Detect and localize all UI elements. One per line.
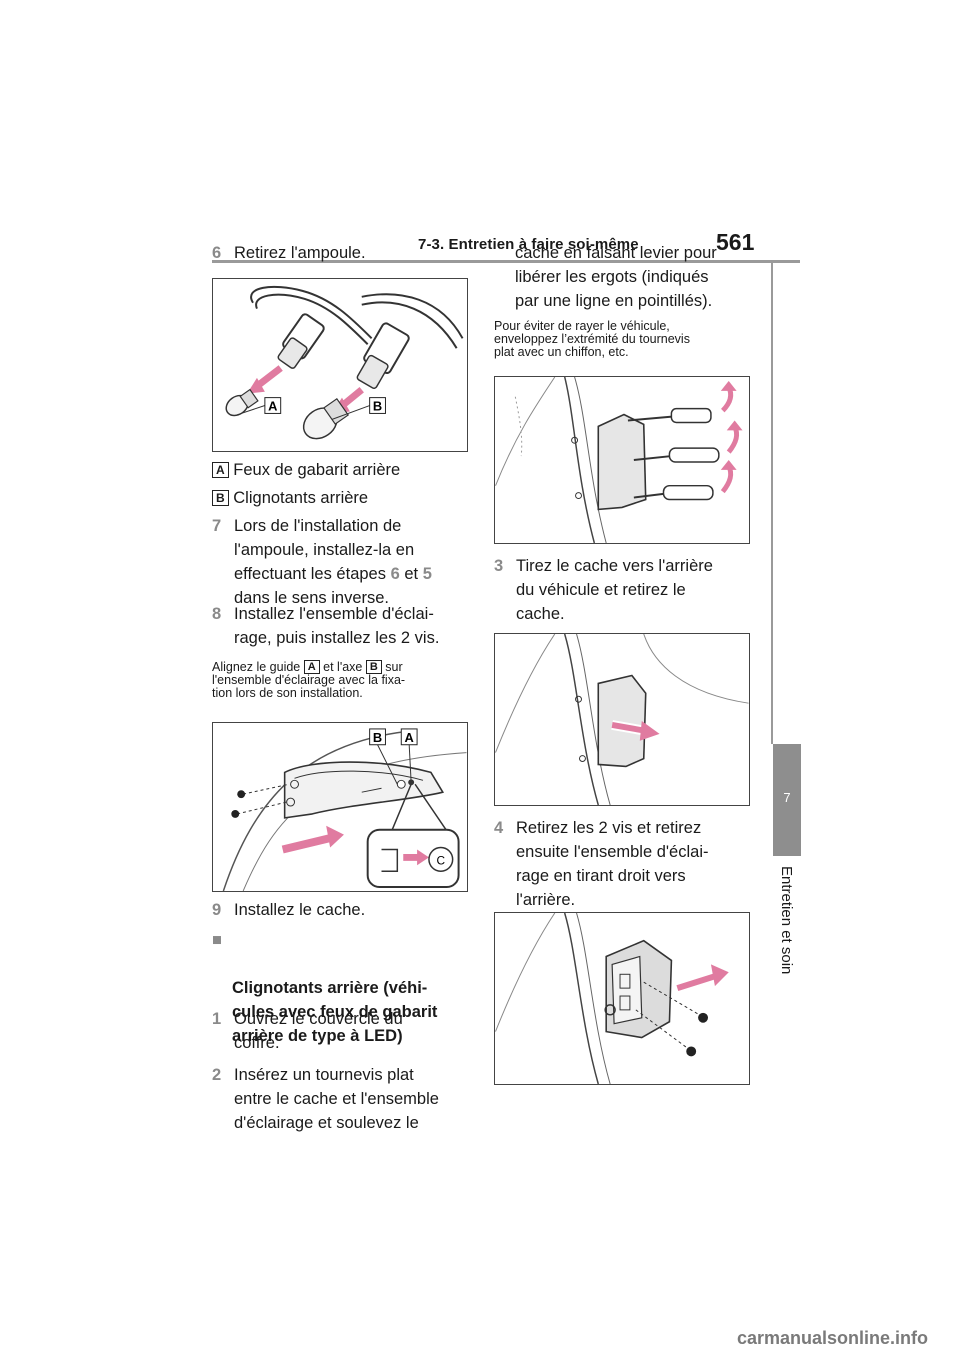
figure-bulbs: A B <box>212 278 468 452</box>
step-ref-5: 5 <box>422 565 432 583</box>
cover-removal-illustration <box>495 634 749 805</box>
step-2-continued: cache en faisant levier pour libérer les… <box>515 244 717 310</box>
figure-lamp-removal <box>494 912 750 1085</box>
legend-b-badge: B <box>212 490 229 506</box>
bulbs-illustration: A B <box>225 285 464 440</box>
page-number: 561 <box>716 229 755 255</box>
label-a: A <box>268 398 277 413</box>
note-badge-b: B <box>365 660 382 674</box>
tip-note: Pour éviter de rayer le véhicule, envelo… <box>494 319 690 359</box>
step-4: 4 Retirez les 2 vis et retirez ensuite l… <box>494 816 764 912</box>
alignment-note: Alignez le guide A et l'axe B sur l'ense… <box>212 660 406 700</box>
step-text: Installez l'ensemble d'éclai- rage, puis… <box>234 605 440 647</box>
step-ref-6: 6 <box>390 565 400 583</box>
step-number: 2 <box>212 1066 222 1084</box>
section-heading: ■ Clignotants arrière (véhi- cules avec … <box>212 928 472 1048</box>
lamp-removal-illustration <box>495 913 729 1084</box>
watermark: carmanualsonline.info <box>737 1328 929 1348</box>
screwdriver-illustration <box>495 377 743 543</box>
label-a: A <box>405 730 414 745</box>
figure-lamp-install: C B A <box>212 722 468 892</box>
step-text: Lors de l'installation de l'ampoule, ins… <box>234 517 432 607</box>
section-bullet: ■ <box>212 931 222 949</box>
step-2: 2 Insérez un tournevis plat entre le cac… <box>212 1063 472 1135</box>
chapter-title: Entretien et soin <box>773 866 801 1016</box>
step-8: 8 Installez l'ensemble d'éclai- rage, pu… <box>212 602 472 650</box>
step-number: 9 <box>212 901 222 919</box>
figure-screwdriver <box>494 376 750 544</box>
section-title: 7-3. Entretien à faire soi-même <box>418 236 639 253</box>
step-number: 1 <box>212 1010 222 1028</box>
legend-a: A Feux de gabarit arrière <box>212 458 472 482</box>
step-text: Ouvrez le couvercle du coffre. <box>234 1010 403 1052</box>
step-3: 3 Tirez le cache vers l'arrière du véhic… <box>494 554 764 626</box>
legend-b-text: Clignotants arrière <box>233 489 369 507</box>
step-number: 4 <box>494 819 504 837</box>
legend-a-text: Feux de gabarit arrière <box>233 461 401 479</box>
step-text: Installez le cache. <box>234 901 366 919</box>
step-6: 6 Retirez l'ampoule. <box>212 241 472 265</box>
note-badge-a: A <box>303 660 320 674</box>
step-9: 9 Installez le cache. <box>212 898 472 922</box>
step-number: 7 <box>212 517 222 535</box>
label-b: B <box>373 730 382 745</box>
header-rule <box>212 260 800 263</box>
label-b: B <box>373 398 382 413</box>
step-number: 8 <box>212 605 222 623</box>
step-text: Retirez les 2 vis et retirez ensuite l'e… <box>516 819 709 909</box>
chapter-number: 7 <box>783 790 791 805</box>
legend-a-badge: A <box>212 462 229 478</box>
step-1: 1 Ouvrez le couvercle du coffre. <box>212 1007 472 1055</box>
lamp-install-illustration: C B A <box>222 728 467 891</box>
step-7: 7 Lors de l'installation de l'ampoule, i… <box>212 514 472 610</box>
step-text: Insérez un tournevis plat entre le cache… <box>234 1066 439 1132</box>
sidebar-rule <box>771 260 773 744</box>
figure-cover-removal <box>494 633 750 806</box>
step-number: 6 <box>212 244 222 262</box>
label-c: C <box>437 853 446 867</box>
section-heading-text: Clignotants arrière (véhi- cules avec fe… <box>232 979 438 1045</box>
step-number: 3 <box>494 557 504 575</box>
step-text: Tirez le cache vers l'arrière du véhicul… <box>516 557 713 623</box>
step-text: Retirez l'ampoule. <box>234 244 366 262</box>
chapter-tab: 7 <box>773 744 801 856</box>
legend-b: B Clignotants arrière <box>212 486 472 510</box>
chapter-title-text: Entretien et soin <box>778 866 795 975</box>
